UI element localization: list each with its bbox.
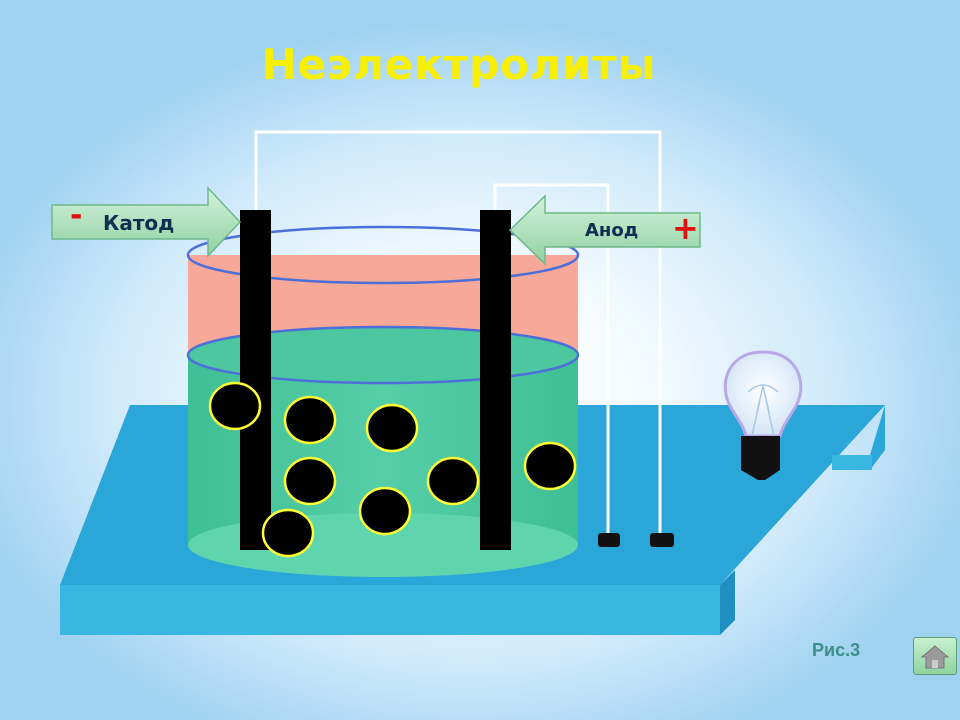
terminal-left	[598, 533, 620, 547]
cathode-sign: -	[70, 198, 83, 233]
molecule	[365, 403, 419, 453]
cathode-arrow	[51, 186, 242, 258]
figure-caption: Рис.3	[812, 640, 861, 660]
anode-arrow	[508, 194, 701, 266]
anode-label: Анод	[585, 220, 639, 241]
molecule	[426, 456, 480, 506]
anode-electrode	[480, 210, 511, 550]
page-title: Неэлектролиты	[261, 40, 657, 89]
light-bulb-icon	[723, 350, 803, 480]
home-icon	[920, 645, 950, 669]
cathode-label: Катод	[103, 211, 175, 235]
molecules	[208, 381, 577, 558]
cathode-electrode	[240, 210, 271, 550]
molecule	[283, 395, 337, 445]
molecule	[283, 456, 337, 506]
molecule	[261, 508, 315, 558]
wires	[254, 130, 662, 536]
molecule	[523, 441, 577, 491]
molecule	[358, 486, 412, 536]
terminal-right	[650, 533, 674, 547]
home-button[interactable]	[913, 637, 957, 675]
molecule	[208, 381, 262, 431]
anode-sign: +	[672, 209, 699, 247]
